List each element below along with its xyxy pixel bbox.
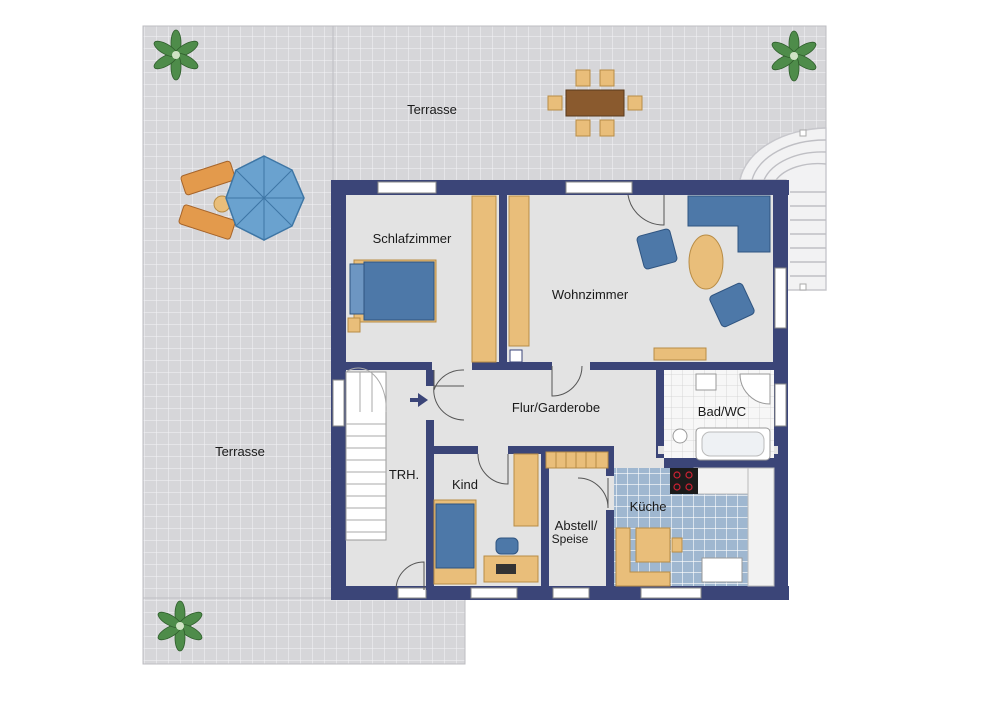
label-kitchen: Küche: [630, 499, 667, 514]
plant-icon: [157, 600, 203, 652]
bathroom-fixtures: [664, 370, 774, 461]
label-bedroom: Schlafzimmer: [373, 231, 452, 246]
corner-bench: [615, 527, 671, 587]
hallway-furniture: [545, 451, 609, 469]
child-room-furniture: [433, 453, 539, 585]
parasol-icon: [225, 155, 305, 241]
room-labels: Terrasse Terrasse Schlafzimmer Wohnzimme…: [215, 102, 746, 546]
label-living-room: Wohnzimmer: [552, 287, 629, 302]
label-bathroom: Bad/WC: [698, 404, 746, 419]
counter-side: [747, 467, 775, 587]
kitchen-table: [635, 527, 671, 563]
coffee-table: [688, 234, 724, 290]
shoe-cabinet: [545, 451, 609, 469]
sideboard: [653, 347, 707, 361]
shelf: [508, 195, 530, 347]
desk-chair: [495, 537, 519, 555]
label-terrace-top: Terrasse: [407, 102, 457, 117]
pillow: [349, 263, 365, 315]
armchair: [636, 228, 678, 270]
kitchen-chair: [671, 537, 683, 553]
toilet: [672, 428, 688, 444]
chimney-marker: [509, 349, 523, 363]
kitchen-area: [614, 467, 775, 587]
windows: [332, 181, 787, 599]
label-stairwell: TRH.: [389, 467, 419, 482]
wardrobe: [513, 453, 539, 527]
washbasin: [695, 373, 717, 391]
label-hallway: Flur/Garderobe: [512, 400, 600, 415]
terrace-left: [142, 25, 334, 665]
bedroom-furniture: [347, 195, 497, 363]
curved-steps: [739, 127, 827, 291]
nightstand: [347, 317, 361, 333]
dining-set: [547, 69, 643, 137]
plant-icon: [771, 30, 817, 82]
monitor-icon: [496, 564, 516, 574]
label-storage-line2: Speise: [552, 532, 589, 546]
label-child-room: Kind: [452, 477, 478, 492]
living-room-furniture: [508, 195, 771, 363]
sink: [701, 557, 743, 583]
handrail-post: [799, 283, 807, 291]
entrance-arrow-icon: [410, 393, 428, 407]
child-bed: [435, 503, 475, 569]
armchair: [709, 282, 755, 328]
cooktop: [670, 468, 698, 494]
label-terrace-left: Terrasse: [215, 444, 265, 459]
sofa: [687, 195, 771, 253]
bed-mattress: [363, 261, 435, 321]
plant-icon: [153, 29, 199, 81]
staircase: [345, 367, 387, 541]
handrail-post: [799, 129, 807, 137]
wall-bath-kitchen: [664, 462, 776, 468]
shower-corner: [739, 373, 771, 405]
label-storage-line1: Abstell/: [555, 518, 598, 533]
wardrobe: [471, 195, 497, 363]
